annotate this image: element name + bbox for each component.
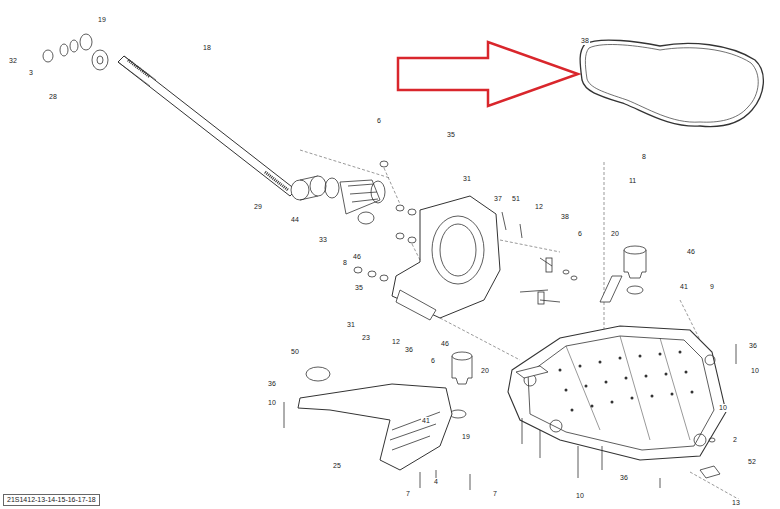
callout-number: 46 [440,340,450,348]
callout-number: 10 [267,399,277,407]
callout-number: 7 [405,490,411,498]
callout-number: 35 [354,284,364,292]
pointer-arrow [398,42,578,106]
callout-number: 23 [361,334,371,342]
callout-number: 29 [253,203,263,211]
callout-number: 10 [718,404,728,412]
callout-number: 38 [580,37,590,45]
callout-number: 31 [346,321,356,329]
callout-number: 18 [202,44,212,52]
callout-number: 41 [421,417,431,425]
callout-number: 25 [332,462,342,470]
callout-number: 32 [8,57,18,65]
callout-number: 31 [462,175,472,183]
drawing-code: 21S1412-13-14-15-16-17-18 [7,496,96,504]
callout-number: 2 [732,436,738,444]
callout-number: 46 [686,248,696,256]
callout-number: 9 [709,283,715,291]
callout-number: 11 [628,177,637,185]
callout-number: 36 [748,342,758,350]
callout-number: 10 [575,492,585,500]
callout-number: 20 [480,367,490,375]
callout-number: 3 [28,69,34,77]
gasket [580,40,763,126]
callout-number: 38 [560,213,570,221]
callout-number: 6 [577,230,583,238]
callout-number: 10 [750,367,760,375]
callout-number: 4 [433,478,439,486]
callout-number: 13 [731,499,741,507]
callout-number: 36 [619,474,629,482]
callout-number: 7 [492,490,498,498]
callout-number: 36 [404,346,414,354]
callout-number: 33 [318,236,328,244]
callout-number: 12 [391,338,401,346]
callout-number: 52 [747,458,757,466]
callout-number: 44 [290,216,300,224]
callout-number: 6 [430,357,436,365]
callout-number: 36 [267,380,277,388]
callout-number: 8 [342,259,348,267]
callout-number: 28 [48,93,58,101]
callout-number: 35 [446,131,456,139]
drawing-code-box: 21S1412-13-14-15-16-17-18 [3,494,100,506]
callout-number: 37 [493,195,503,203]
callout-number: 50 [290,348,300,356]
callout-number: 51 [511,195,521,203]
callout-number: 46 [352,253,362,261]
callout-number: 8 [641,153,647,161]
callout-number: 19 [461,433,471,441]
callout-number: 41 [679,283,689,291]
callout-number: 20 [610,230,620,238]
callout-number: 6 [376,117,382,125]
callout-number: 12 [534,203,544,211]
callout-number: 19 [97,16,107,24]
